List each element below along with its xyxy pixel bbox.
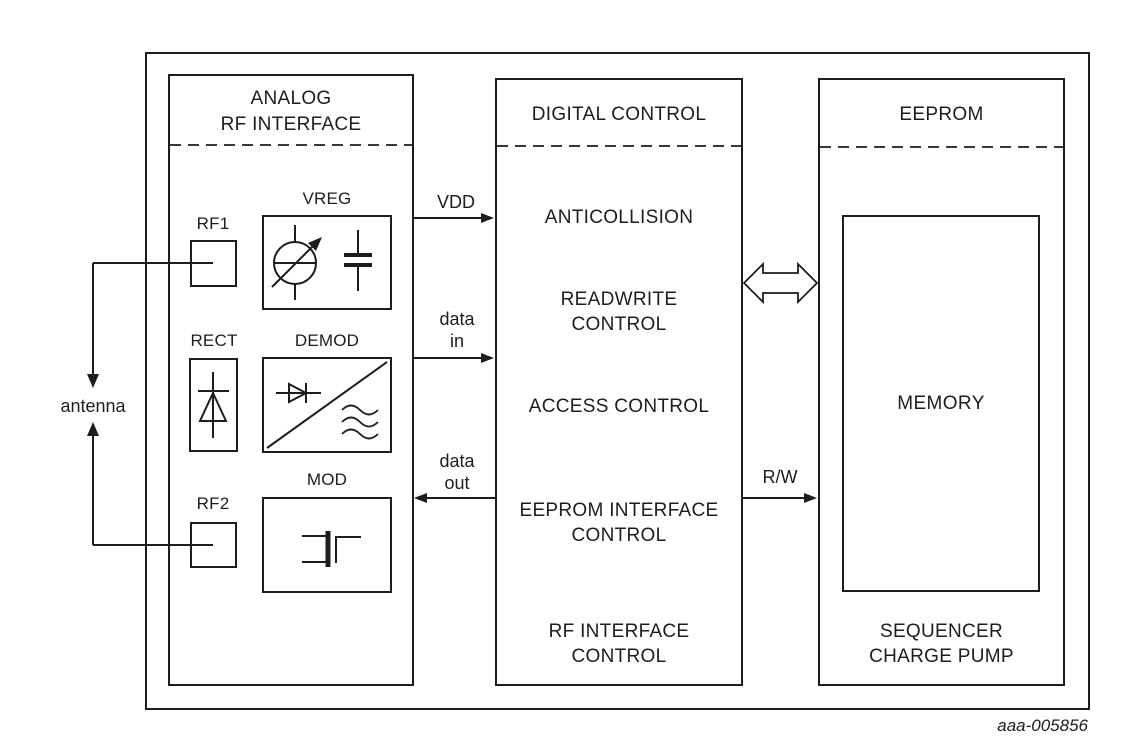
sequencer-charge-pump-label: SEQUENCER CHARGE PUMP — [818, 619, 1065, 669]
figure-id: aaa-005856 — [997, 716, 1088, 735]
memory-box: MEMORY — [842, 215, 1040, 592]
rf1-pad-box — [190, 240, 237, 287]
memory-label: MEMORY — [897, 392, 985, 414]
digital-item-readwrite-control: READWRITE CONTROL — [495, 287, 743, 337]
rect-label: RECT — [190, 331, 238, 350]
mod-label: MOD — [306, 470, 348, 489]
data-in-line: in — [449, 331, 464, 351]
digital-item-line: CONTROL — [571, 314, 667, 335]
modulator-icon — [302, 531, 361, 567]
vreg-label: VREG — [302, 189, 352, 208]
analog-block-title: ANALOG RF INTERFACE — [168, 86, 414, 138]
digital-item-access-control: ACCESS CONTROL — [495, 394, 743, 419]
sequencer-line: SEQUENCER — [879, 621, 1004, 642]
rf2-pad-box — [190, 522, 237, 568]
rw-label: R/W — [762, 467, 798, 487]
data-in-label: data in — [420, 308, 494, 352]
analog-rf-interface-block — [168, 74, 414, 686]
mod-box — [262, 497, 392, 593]
eeprom-block-title: EEPROM — [899, 104, 984, 125]
digital-item-rf-interface-control: RF INTERFACE CONTROL — [495, 619, 743, 669]
digital-block-title: DIGITAL CONTROL — [531, 104, 707, 125]
digital-item-line: READWRITE — [560, 289, 678, 310]
eeprom-block — [818, 78, 1065, 686]
antenna-up-arrowhead — [87, 422, 99, 436]
rectifier-diode-icon — [198, 372, 229, 438]
rf1-label: RF1 — [196, 214, 230, 233]
rf2-label: RF2 — [196, 494, 230, 513]
digital-item-line: CONTROL — [571, 525, 667, 546]
digital-item-line: ANTICOLLISION — [544, 207, 694, 228]
digital-item-line: CONTROL — [571, 646, 667, 667]
antenna-label: antenna — [60, 396, 126, 416]
chip-outline — [145, 52, 1090, 710]
digital-control-block — [495, 78, 743, 686]
data-in-line: data — [439, 309, 475, 329]
digital-item-line: EEPROM INTERFACE — [519, 500, 719, 521]
antenna-down-arrowhead — [87, 374, 99, 388]
data-out-line: data — [439, 451, 475, 471]
analog-title-line1: ANALOG — [250, 88, 332, 109]
demodulator-icon — [266, 361, 388, 449]
digital-item-line: ACCESS CONTROL — [528, 396, 710, 417]
digital-item-eeprom-interface-control: EEPROM INTERFACE CONTROL — [495, 498, 743, 548]
vdd-label: VDD — [436, 192, 475, 212]
digital-item-anticollision: ANTICOLLISION — [495, 205, 743, 230]
data-out-label: data out — [420, 450, 494, 494]
data-out-line: out — [444, 473, 470, 493]
charge-pump-line: CHARGE PUMP — [869, 646, 1014, 667]
demod-box — [262, 357, 392, 453]
digital-item-line: RF INTERFACE — [548, 621, 690, 642]
voltage-regulator-icon — [271, 225, 372, 300]
vreg-box — [262, 215, 392, 310]
rect-box — [189, 358, 238, 452]
demod-label: DEMOD — [294, 331, 360, 350]
analog-title-line2: RF INTERFACE — [220, 114, 362, 135]
